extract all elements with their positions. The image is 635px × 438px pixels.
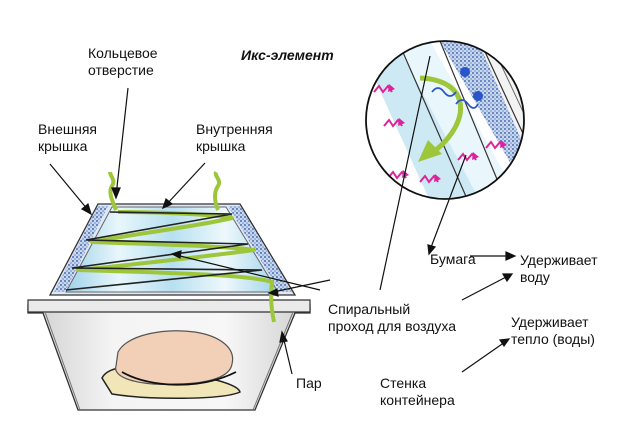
spiral-green-path: [76, 210, 276, 323]
water-drop: [473, 91, 483, 101]
food-upper: [115, 330, 234, 385]
steam-left: [108, 171, 118, 211]
spiral-black-line: [65, 211, 263, 291]
paper-layer-right: [228, 206, 292, 292]
airflow-arrow: [419, 75, 463, 152]
spiral-air-passage: [65, 210, 276, 323]
label-paper: Бумага: [430, 251, 476, 267]
paper-layer-left: [54, 206, 108, 292]
leader-lines: [49, 55, 517, 375]
paper-dotted-band: [440, 41, 524, 190]
container-rim: [27, 299, 311, 313]
x-element-magnifier: [365, 40, 525, 200]
water-drop: [460, 67, 470, 77]
label-x-element: Икс-элемент: [241, 47, 334, 63]
label-steam: Пар: [296, 375, 322, 391]
food: [101, 330, 241, 399]
steam-right: [213, 171, 222, 211]
